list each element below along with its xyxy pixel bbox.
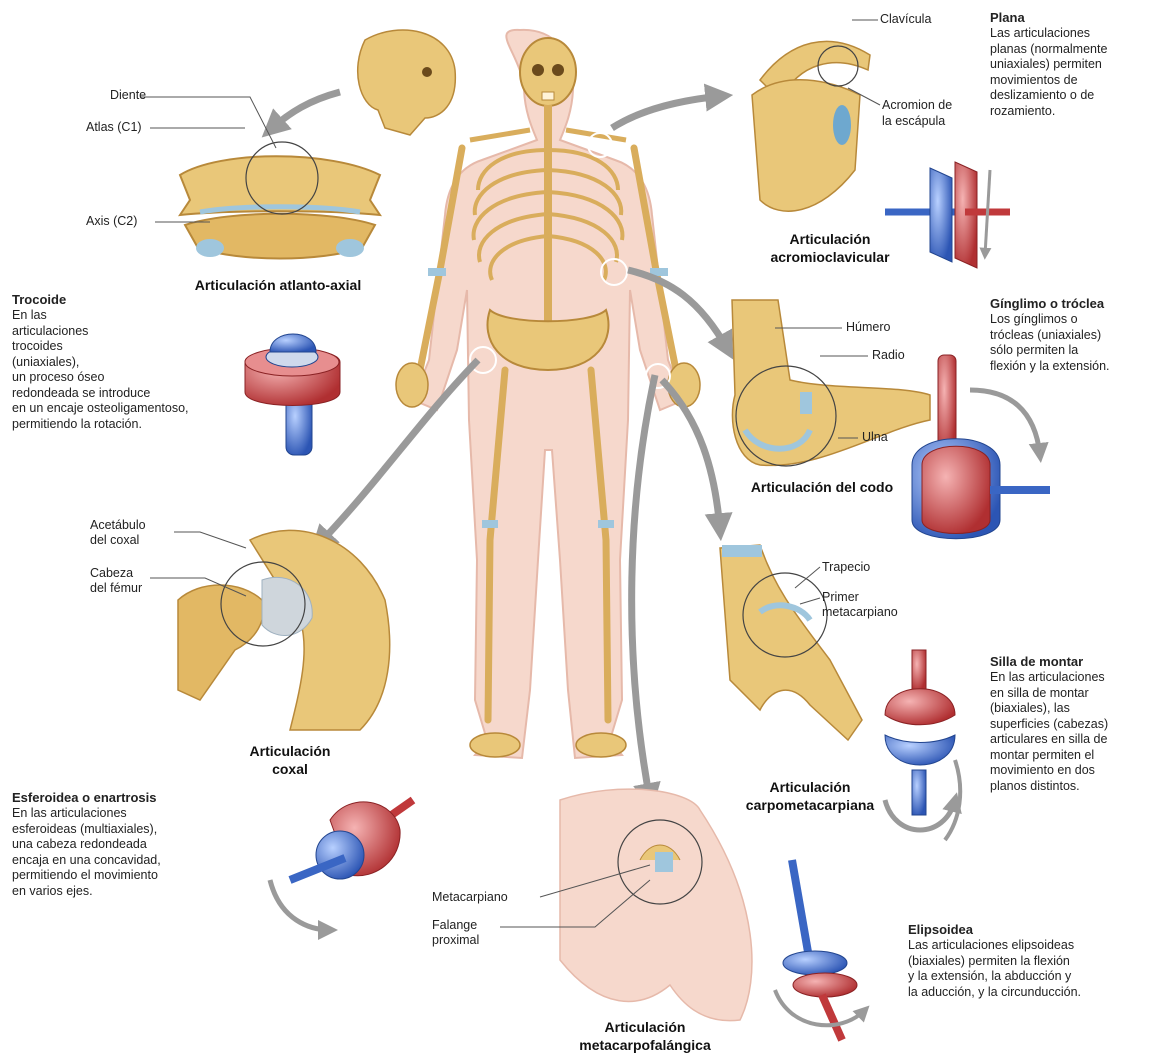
hip-joint (150, 530, 390, 730)
label-atlas: Atlas (C1) (86, 120, 142, 135)
type-elipsoidea: Elipsoidea Las articulaciones elipsoidea… (908, 922, 1170, 1000)
title-acromioclavicular: Articulación acromioclavicular (750, 230, 910, 266)
metacarpophalangeal-joint (270, 789, 865, 1040)
label-trapecio: Trapecio (822, 560, 870, 575)
label-ulna: Ulna (862, 430, 888, 445)
type-esferoidea: Esferoidea o enartrosis En las articulac… (12, 790, 262, 899)
label-acromion-1: Acromion de (882, 98, 952, 113)
hinge-joint-model (912, 355, 1050, 539)
label-radio: Radio (872, 348, 905, 363)
label-humero: Húmero (846, 320, 890, 335)
label-axis: Axis (C2) (86, 214, 137, 229)
ellipsoid-joint-model (775, 860, 865, 1040)
title-elbow: Articulación del codo (722, 478, 922, 496)
label-acromion-2: la escápula (882, 114, 945, 129)
atlantoaxial-joint (140, 30, 455, 259)
label-diente: Diente (110, 88, 146, 103)
label-clavicula: Clavícula (880, 12, 931, 27)
ball-socket-joint-model (270, 800, 413, 930)
label-metacarpiano: Metacarpiano (432, 890, 508, 905)
